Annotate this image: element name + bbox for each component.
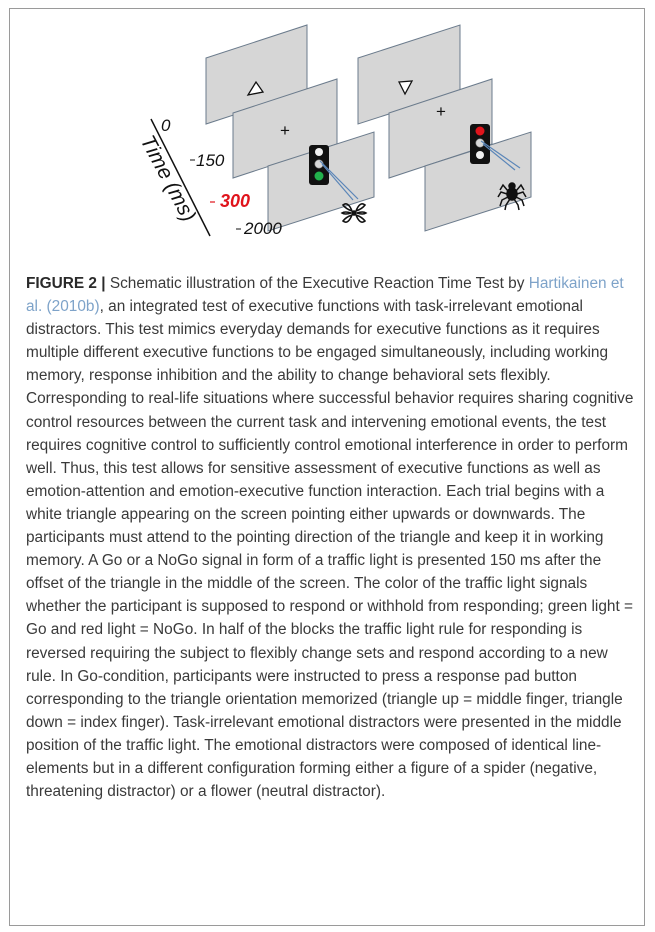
light-bottom-go (314, 171, 324, 181)
triangle-up-icon (246, 80, 265, 96)
tick-label-300: 300 (220, 191, 250, 211)
flower-icon (340, 203, 368, 223)
condition-go-flower: + (205, 24, 375, 232)
light-bottom (476, 151, 484, 159)
tick-label-0: 0 (161, 116, 171, 135)
time-axis-label: Time (ms) (136, 132, 201, 226)
time-axis-line (150, 118, 211, 237)
citation-link[interactable]: Hartikainen et al. (2010b) (26, 275, 624, 316)
light-top (315, 148, 323, 156)
fixation-cross: + (436, 102, 446, 121)
figure-frame (9, 8, 645, 926)
light-top-nogo (475, 126, 485, 136)
connector-line (319, 160, 359, 200)
figure-label: FIGURE 2 | (26, 275, 106, 292)
spider-icon (497, 182, 527, 211)
connector-line (321, 163, 354, 201)
trial-schematic: + + (136, 24, 532, 238)
tick-label-150: 150 (196, 151, 225, 170)
caption-text-body: , an integrated test of executive functi… (26, 298, 634, 801)
figure-caption: FIGURE 2 | Schematic illustration of the… (26, 272, 638, 803)
light-middle-distractor (314, 159, 324, 169)
connector-line (480, 140, 521, 169)
fixation-cross: + (280, 121, 290, 140)
connector-line (482, 143, 516, 171)
condition-nogo-spider: + (357, 24, 532, 232)
caption-text-before-citation: Schematic illustration of the Executive … (105, 275, 529, 292)
tick-label-2000: 2000 (243, 219, 282, 238)
triangle-down-icon (397, 80, 414, 96)
